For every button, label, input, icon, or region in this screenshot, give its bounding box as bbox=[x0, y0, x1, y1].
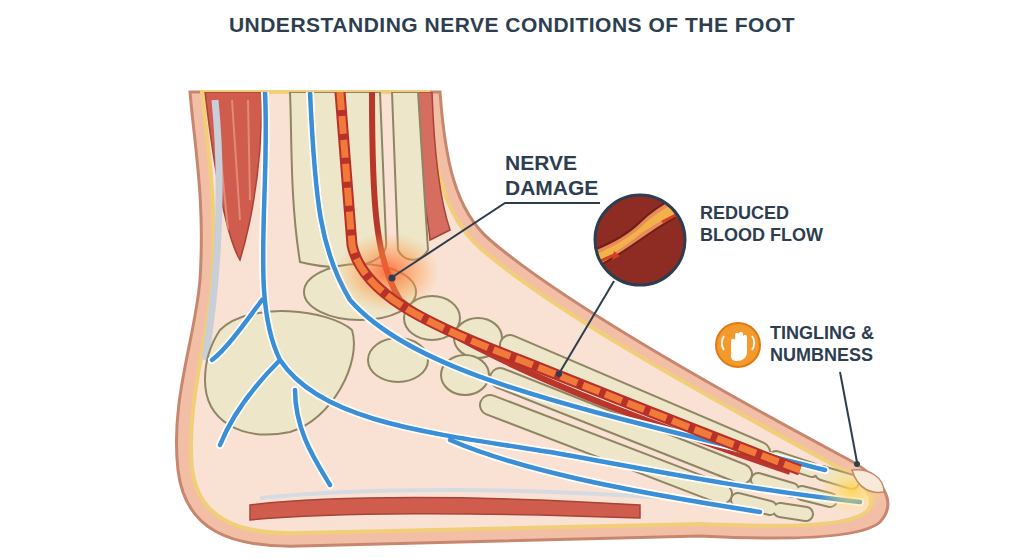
diagram-title: UNDERSTANDING NERVE CONDITIONS OF THE FO… bbox=[0, 12, 1024, 38]
skin-outline bbox=[176, 92, 887, 546]
leader-line bbox=[560, 281, 614, 372]
fat-layer bbox=[191, 92, 871, 533]
callout-label: REDUCED BLOOD FLOW bbox=[700, 202, 835, 246]
anatomy bbox=[205, 92, 886, 520]
sole-muscle bbox=[250, 498, 640, 521]
tendon bbox=[205, 100, 219, 360]
hand-icon bbox=[716, 323, 760, 367]
callout-label: TINGLING & NUMBNESS bbox=[770, 322, 915, 366]
nerves bbox=[212, 92, 860, 512]
leader-line bbox=[840, 372, 857, 462]
leader-dot bbox=[389, 275, 396, 282]
leader-dot bbox=[854, 461, 860, 467]
leader-dot bbox=[556, 371, 562, 377]
callout-label: NERVE DAMAGE bbox=[505, 150, 630, 200]
toe-glow bbox=[818, 464, 886, 516]
damaged-nerve-under bbox=[340, 92, 800, 470]
toenail bbox=[852, 470, 884, 493]
leader-line bbox=[394, 203, 600, 276]
damaged-nerve bbox=[340, 92, 800, 470]
blood-vessel-inset bbox=[580, 185, 700, 285]
